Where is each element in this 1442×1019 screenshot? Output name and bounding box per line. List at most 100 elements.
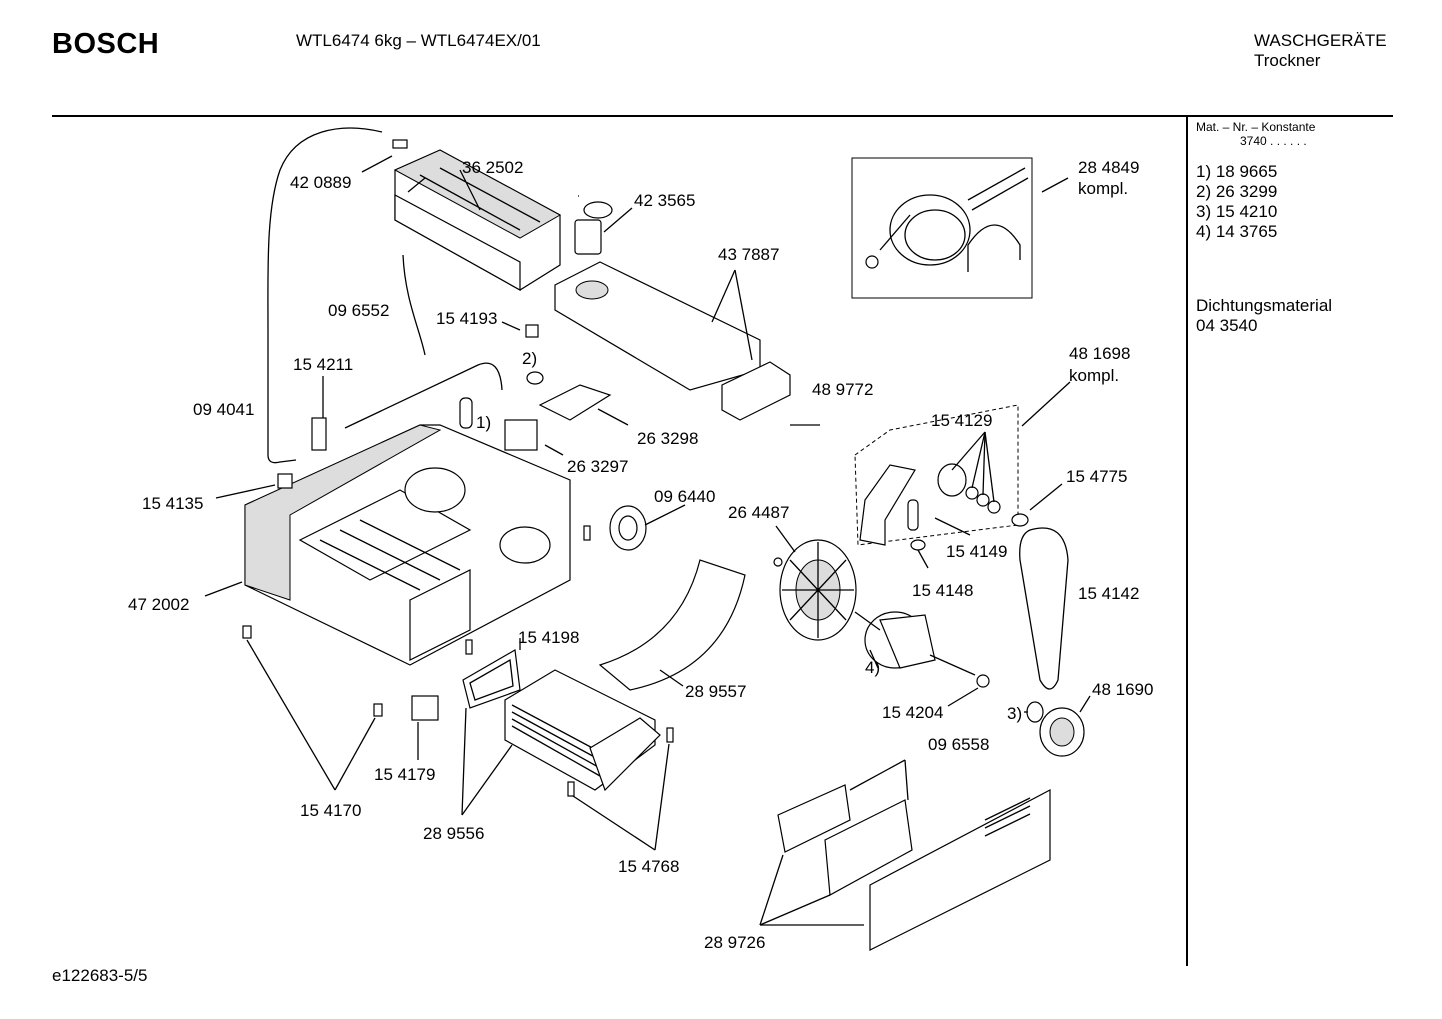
part-label: 15 4149	[946, 542, 1007, 561]
seal-value: 04 3540	[1196, 316, 1258, 335]
part-label: 28 4849	[1078, 158, 1139, 177]
kit-frame	[851, 157, 1033, 299]
constant-label: Mat. – Nr. – Konstante	[1196, 120, 1316, 134]
part-label: 26 3297	[567, 457, 628, 476]
tensioner-part	[859, 463, 1001, 551]
part-label: 15 4768	[618, 857, 679, 876]
seal-label: Dichtungsmaterial	[1196, 296, 1333, 315]
clip-part	[277, 473, 293, 489]
variant-item: 3) 15 4210	[1196, 202, 1278, 221]
relay-part	[504, 419, 538, 451]
pulley-cap-part	[1011, 513, 1029, 527]
part-label: 15 4129	[931, 411, 992, 430]
hose-part	[267, 380, 297, 464]
part-label: 09 6552	[328, 301, 389, 320]
sensor-part	[525, 324, 539, 338]
part-label: 48 9772	[812, 380, 873, 399]
part-label: 28 9557	[685, 682, 746, 701]
part-label: 28 9726	[704, 933, 765, 952]
sidebar-parts-info: Mat. – Nr. – Konstante 3740 . . . . . . …	[1196, 120, 1436, 336]
gasket-part	[469, 658, 514, 701]
part-label: 15 4211	[293, 355, 353, 374]
bearing-part	[976, 674, 990, 688]
part-label: kompl.	[1069, 366, 1119, 385]
front-panel-part	[869, 789, 1051, 951]
part-label: 15 4135	[142, 494, 203, 513]
nut-part	[773, 557, 783, 567]
part-label: 4)	[865, 658, 880, 677]
variant-item: 4) 14 3765	[1196, 222, 1278, 241]
part-label: 3)	[1007, 704, 1022, 723]
part-label: 28 9556	[423, 824, 484, 843]
pump-part	[574, 201, 613, 255]
part-label: 48 1698	[1069, 344, 1130, 363]
screw-part	[666, 727, 674, 743]
connector-part	[392, 139, 408, 149]
arc-duct-part	[598, 559, 746, 691]
part-label: 48 1690	[1092, 680, 1153, 699]
part-label: 15 4148	[912, 581, 973, 600]
part-label: 09 6440	[654, 487, 715, 506]
duct-cover-part	[554, 261, 791, 421]
variant-item: 2) 26 3299	[1196, 182, 1278, 201]
hose-part	[267, 127, 383, 380]
leader-lines	[204, 155, 1091, 926]
part-label: 26 4487	[728, 503, 789, 522]
part-label: 15 4193	[436, 309, 497, 328]
part-label: 09 4041	[193, 400, 254, 419]
seal-info: Dichtungsmaterial 04 3540	[1196, 296, 1436, 336]
part-label: 36 2502	[462, 158, 523, 177]
part-label: 15 4179	[374, 765, 435, 784]
variant-item: 1) 18 9665	[1196, 162, 1278, 181]
water-tank-part	[393, 149, 562, 292]
gasket-part	[462, 649, 521, 709]
fan-wheel-part	[779, 539, 857, 641]
motor-part	[854, 611, 976, 676]
part-label: 43 7887	[718, 245, 779, 264]
front-panel-part	[984, 797, 1031, 837]
part-label: 1)	[476, 413, 491, 432]
door-frame-part	[824, 799, 913, 896]
drive-belt-part	[1019, 527, 1069, 690]
condenser-part	[504, 669, 661, 792]
clip-part	[311, 417, 327, 451]
screw-part	[373, 703, 383, 717]
part-label: kompl.	[1078, 179, 1128, 198]
brand-logo: BOSCH	[52, 28, 160, 60]
door-gasket-part	[777, 784, 851, 853]
seal-ring-part	[618, 515, 638, 541]
thermostat-part	[526, 371, 544, 385]
hose-kit-part	[865, 167, 1029, 272]
pulley-part	[1049, 717, 1075, 747]
category-line-2: Trockner	[1254, 51, 1321, 70]
drain-hose-part	[402, 254, 426, 356]
category-heading: WASCHGERÄTE Trockner	[1254, 31, 1387, 71]
model-title: WTL6474 6kg – WTL6474EX/01	[296, 31, 541, 50]
screw-part	[583, 525, 591, 541]
part-label: 15 4142	[1078, 584, 1139, 603]
screw-part	[465, 639, 473, 655]
constant-value: 3740 . . . . . .	[1240, 134, 1307, 148]
variant-list: 1) 18 9665 2) 26 3299 3) 15 4210 4) 14 3…	[1196, 162, 1436, 242]
inlet-hose-part	[344, 362, 503, 429]
screw-part	[567, 781, 575, 797]
capacitor-part	[459, 397, 473, 429]
tensioner-group-frame	[854, 404, 1019, 546]
part-label: 15 4198	[518, 628, 579, 647]
part-label: 2)	[522, 349, 537, 368]
switch-part	[411, 695, 439, 721]
part-label: 09 6558	[928, 735, 989, 754]
part-label: 15 4775	[1066, 467, 1127, 486]
screw-part	[242, 625, 252, 639]
part-label: 42 3565	[634, 191, 695, 210]
document-id: e122683-5/5	[52, 966, 148, 985]
part-label: 42 0889	[290, 173, 351, 192]
base-housing-part	[244, 424, 571, 666]
part-label: 47 2002	[128, 595, 189, 614]
heater-bracket-part	[538, 384, 612, 421]
part-label: 15 4170	[300, 801, 361, 820]
category-line-1: WASCHGERÄTE	[1254, 31, 1387, 50]
part-label: 26 3298	[637, 429, 698, 448]
pulley-washer-part	[1026, 701, 1044, 723]
